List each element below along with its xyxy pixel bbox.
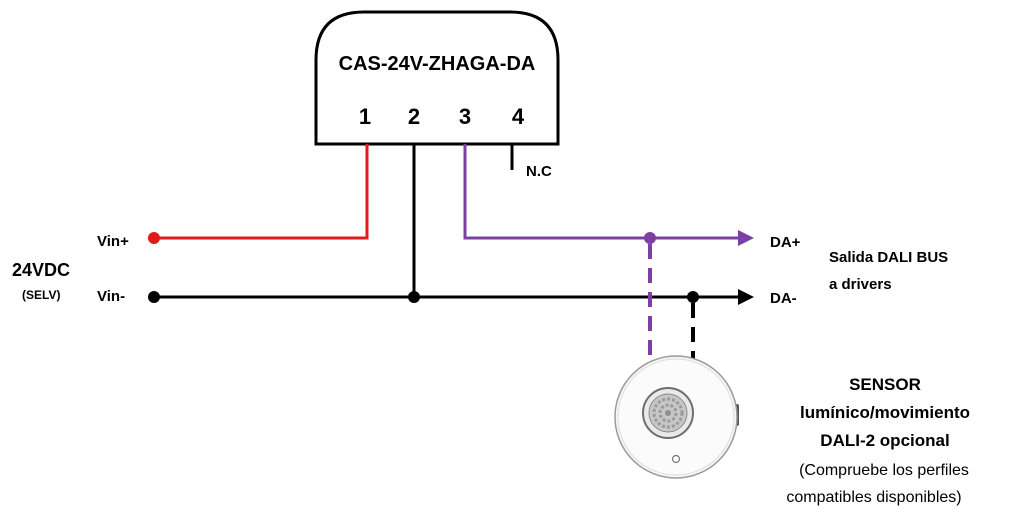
junction-pin-2: [408, 291, 420, 303]
supply-voltage-label: 24VDC: [12, 260, 70, 280]
pin-3-label: 3: [459, 104, 471, 129]
vin-plus-wire: [154, 144, 369, 240]
device-housing: [314, 10, 560, 146]
junction-da-plus: [644, 232, 656, 244]
vin-plus-label: Vin+: [97, 233, 129, 250]
da-plus-arrow: [738, 230, 754, 246]
sensor-note-line2: compatibles disponibles): [786, 489, 961, 506]
junction-da-minus: [687, 291, 699, 303]
da-plus-wire: [463, 144, 740, 240]
sensor-subtitle: lumínico/movimiento: [800, 403, 970, 422]
sensor-type: DALI-2 opcional: [820, 431, 949, 450]
sensor-device: [614, 355, 739, 479]
sensor-lens-ring-2: [658, 403, 678, 423]
da-minus-label: DA-: [770, 290, 797, 307]
vin-minus-terminal: [148, 291, 160, 303]
vin-minus-label: Vin-: [97, 288, 125, 305]
pin-1-label: 1: [359, 104, 371, 129]
sensor-lens-center: [665, 410, 671, 416]
pin-4-label: 4: [512, 104, 525, 129]
vin-plus-terminal: [148, 232, 160, 244]
pin-2-label: 2: [408, 104, 420, 129]
device-model: CAS-24V-ZHAGA-DA: [339, 53, 536, 75]
dali-bus-label-line1: Salida DALI BUS: [829, 249, 948, 266]
da-plus-label: DA+: [770, 234, 801, 251]
sensor-note-line1: (Compruebe los perfiles: [799, 462, 969, 479]
da-minus-arrow: [738, 289, 754, 305]
supply-class-label: (SELV): [22, 288, 60, 302]
pin-4-nc-label: N.C: [526, 163, 552, 180]
sensor-indicator-led: [671, 454, 681, 464]
sensor-title: SENSOR: [849, 375, 921, 394]
sensor-lens-ring-1: [652, 397, 684, 429]
dali-bus-label-line2: a drivers: [829, 276, 892, 293]
